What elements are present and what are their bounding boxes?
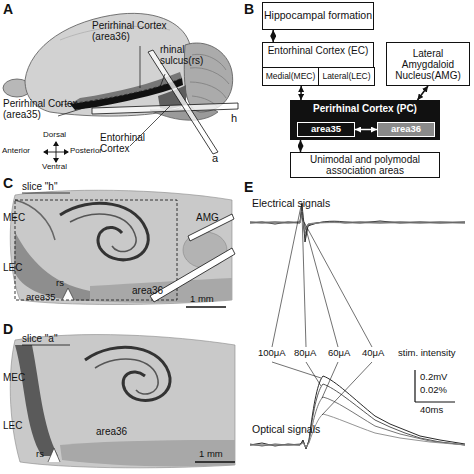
- node-text: Entorhinal Cortex (EC): [263, 43, 373, 56]
- stim-label: 100μA: [258, 348, 286, 358]
- sulcus-label: rhinal sulcus(rs): [160, 44, 224, 66]
- region-label: LEC: [3, 420, 22, 431]
- signal-label: Electrical signals: [252, 198, 330, 210]
- node-text: area35: [311, 124, 341, 134]
- node-text: Lateral Amygdaloid Nucleus(AMG): [387, 48, 469, 81]
- region-label: area35: [26, 292, 56, 302]
- region-label: Entorhinal Cortex: [100, 132, 160, 154]
- direction-label: Anterior: [2, 147, 30, 156]
- direction-label: Posterior: [70, 147, 102, 156]
- subregion-box: Medial(MEC): [262, 67, 319, 86]
- subregion-box: area36: [377, 122, 435, 137]
- axis-label: stim. intensity: [398, 348, 456, 358]
- node-text: Hippocampal formation: [264, 10, 372, 22]
- region-label: LEC: [3, 262, 22, 273]
- panel-letter: A: [3, 2, 13, 17]
- connector-arrow: [300, 86, 302, 100]
- leader-lines: [272, 206, 372, 415]
- scale-bar: [415, 370, 455, 402]
- region-box: Entorhinal Cortex (EC) Medial(MEC) Lateral…: [262, 42, 374, 86]
- region-label: Perirhinal Cortex (area35): [3, 98, 83, 120]
- region-box: Unimodal and polymodal association areas: [290, 152, 440, 178]
- scale-label: 1 mm: [199, 449, 223, 459]
- node-text: Perirhinal Cortex (PC): [291, 101, 439, 114]
- subregion-box: Lateral(LEC): [318, 67, 375, 86]
- region-label: area36: [96, 426, 127, 437]
- subregion-box: area35: [297, 122, 355, 137]
- panel-letter: B: [244, 2, 254, 17]
- slice-label: slice "a": [22, 333, 57, 344]
- stim-label: 40μA: [362, 348, 384, 358]
- panel-letter: D: [3, 322, 13, 337]
- connector-arrow: [300, 140, 302, 152]
- sulcus-label: rs: [56, 278, 64, 288]
- panel-letter: C: [3, 176, 13, 191]
- region-label: MEC: [3, 212, 25, 223]
- scale-label: 0.2mV: [420, 372, 447, 382]
- stim-label: 60μA: [328, 348, 350, 358]
- region-label: Perirhinal Cortex (area36): [92, 20, 174, 42]
- slice-label: slice "h": [22, 181, 57, 192]
- region-box: Lateral Amygdaloid Nucleus(AMG): [386, 42, 470, 86]
- region-box: Perirhinal Cortex (PC) area35 area36: [290, 100, 440, 140]
- plane-label: h: [231, 112, 237, 124]
- region-label: MEC: [3, 372, 25, 383]
- region-label: area36: [132, 285, 163, 296]
- node-text: Lateral(LEC): [322, 72, 370, 81]
- slice-h-drawing: [10, 190, 235, 307]
- connector-arrow: [272, 30, 274, 42]
- scale-label: 40ms: [420, 405, 443, 415]
- panel-letter: E: [244, 180, 253, 195]
- optical-traces: [250, 376, 465, 449]
- region-label: AMG: [196, 212, 219, 223]
- scale-label: 1 mm: [190, 294, 214, 304]
- node-text: area36: [391, 124, 421, 134]
- region-box: Hippocampal formation: [262, 2, 374, 30]
- stim-label: 80μA: [294, 348, 316, 358]
- node-text: Unimodal and polymodal association areas: [291, 154, 439, 176]
- node-text: Medial(MEC): [266, 72, 316, 81]
- plane-label: a: [212, 152, 218, 164]
- brain-drawing: [3, 13, 238, 154]
- connector-arrow: [418, 86, 429, 100]
- scale-label: 0.02%: [420, 385, 447, 395]
- direction-label: Ventral: [42, 163, 67, 172]
- sulcus-label: rs: [36, 449, 44, 459]
- signal-label: Optical signals: [252, 424, 320, 436]
- compass: [43, 141, 69, 163]
- slice-a-drawing: [10, 335, 235, 468]
- direction-label: Dorsal: [43, 131, 66, 140]
